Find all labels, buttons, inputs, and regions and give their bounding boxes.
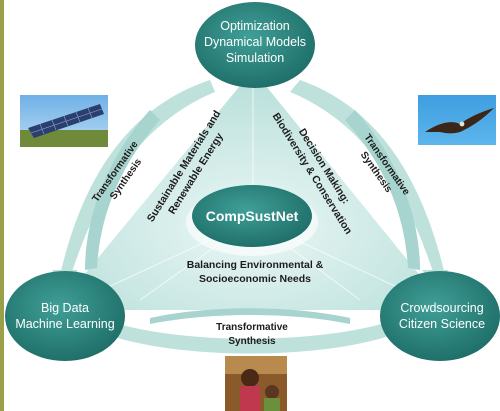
synthesis-arrow-left-outer [60,80,215,278]
people-photo [225,356,287,411]
edge-label-bottom-line1: Balancing Environmental & [187,259,324,271]
node-crowdsourcing-line2: Citizen Science [399,317,485,331]
synthesis-arrow-right-inner [345,110,420,270]
solar-panels-photo [20,95,108,147]
node-crowdsourcing-line1: Crowdsourcing [400,301,483,315]
synthesis-bottom-line1: Transformative [216,322,288,333]
node-compsustnet [192,185,312,247]
node-optimization [195,2,315,88]
synthesis-arrow-right-outer [290,80,445,278]
left-border [0,0,4,411]
node-compsustnet-label: CompSustNet [206,208,299,224]
synthesis-arrow-bottom [105,320,395,354]
node-big-data [5,271,125,361]
node-optimization-line1: Optimization [220,19,290,33]
edge-label-bottom-line2: Socioeconomic Needs [199,273,311,285]
synthesis-arrow-left-inner [85,110,160,270]
node-optimization-line2: Dynamical Models [204,35,306,49]
node-crowdsourcing [380,271,500,361]
synthesis-bottom-line2: Synthesis [228,336,276,347]
node-big-data-line2: Machine Learning [15,317,114,331]
node-big-data-line1: Big Data [41,301,89,315]
eagle-photo [418,95,496,145]
synthesis-arrow-bottom-top [150,308,350,324]
node-optimization-line3: Simulation [226,51,284,65]
